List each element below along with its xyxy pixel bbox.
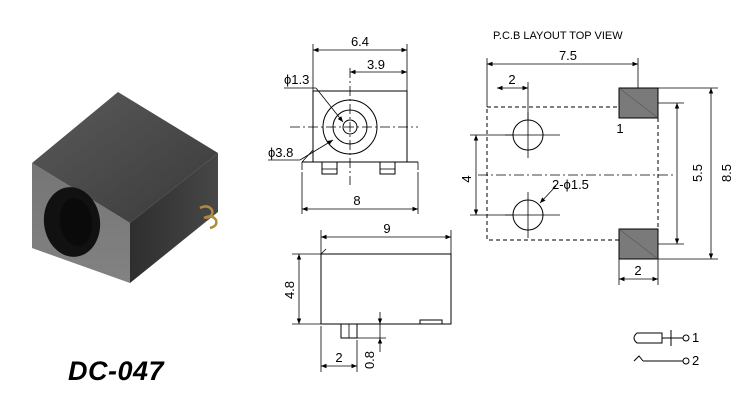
pcb-title: P.C.B LAYOUT TOP VIEW (493, 30, 623, 42)
dim-front-offset: 3.9 (367, 57, 385, 72)
front-view: 6.4 3.9 ϕ1.3 ϕ3.8 8 (268, 34, 419, 214)
schematic-pin-1: 1 (692, 330, 699, 345)
dim-pad-width: 2 (634, 263, 641, 278)
dim-hole-diameter: ϕ3.8 (268, 145, 293, 160)
dim-pin-height: 0.8 (362, 351, 377, 369)
dim-pcb-left-offset: 2 (508, 72, 515, 87)
dim-pad-spacing: 5.5 (690, 164, 705, 182)
pad-1-label: 1 (616, 121, 623, 136)
dim-front-width-bottom: 8 (353, 193, 360, 208)
side-view: 9 4.8 2 0.8 (282, 221, 452, 372)
dim-pin-diameter: ϕ1.3 (284, 72, 309, 87)
dim-side-length: 9 (383, 221, 390, 236)
dim-side-height: 4.8 (282, 281, 297, 299)
dim-overall-height: 8.5 (719, 164, 734, 182)
dim-hole-spacing: 4 (459, 175, 474, 182)
hole-note: 2-ϕ1.5 (552, 177, 589, 192)
dim-pcb-span: 7.5 (559, 48, 577, 63)
model-label: DC-047 (68, 356, 165, 386)
jack-photo (32, 92, 218, 283)
schematic-symbol: 1 2 (633, 330, 699, 368)
schematic-pin-2: 2 (692, 353, 699, 368)
dim-pin-offset: 2 (335, 350, 342, 365)
dim-front-width-top: 6.4 (351, 34, 369, 49)
pcb-layout: P.C.B LAYOUT TOP VIEW 1 7.5 2 4 2- (459, 30, 734, 285)
